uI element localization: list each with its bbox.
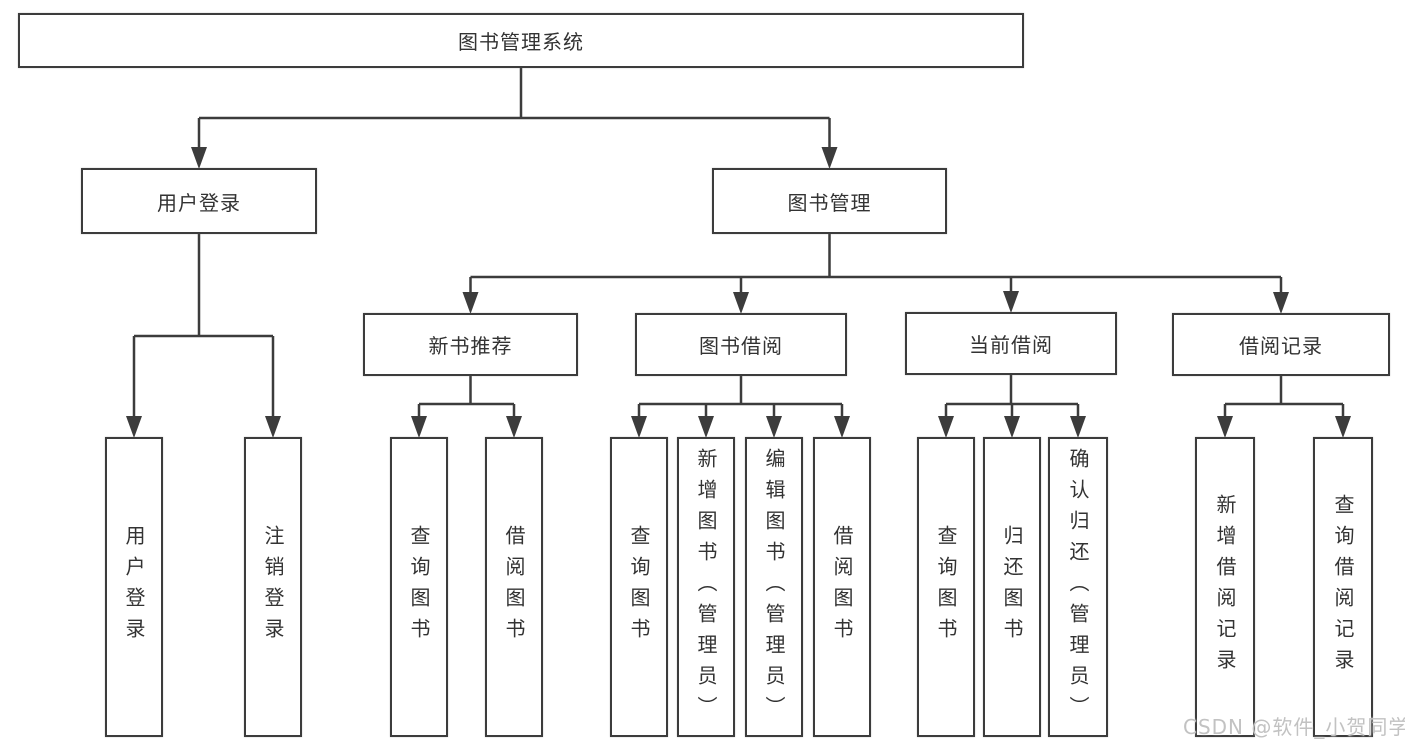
node-label: 借阅图书 — [502, 525, 526, 649]
diagram-node: 借阅记录 — [1172, 313, 1390, 376]
node-label: 借阅记录 — [1239, 334, 1323, 358]
node-label: 当前借阅 — [969, 333, 1053, 357]
node-label: 新增借阅记录 — [1213, 494, 1237, 680]
diagram-node: 当前借阅 — [905, 312, 1117, 375]
diagram-node: 借阅图书 — [813, 437, 871, 737]
node-label: 注销登录 — [261, 525, 285, 649]
diagram-node: 查询图书 — [610, 437, 668, 737]
node-label: 新书推荐 — [428, 334, 513, 358]
diagram-node: 注销登录 — [244, 437, 302, 737]
node-label: 查询借阅记录 — [1331, 494, 1355, 680]
diagram-node: 用户登录 — [81, 168, 317, 234]
diagram-node: 图书管理系统 — [18, 13, 1024, 68]
node-label: 查询图书 — [407, 525, 431, 649]
node-label: 借阅图书 — [830, 525, 854, 649]
diagram-node: 图书借阅 — [635, 313, 847, 376]
diagram-node: 新书推荐 — [363, 313, 578, 376]
node-label: 图书借阅 — [699, 334, 783, 358]
node-label: 用户登录 — [157, 190, 241, 215]
diagram-node: 确认归还（管理员） — [1048, 437, 1108, 737]
diagram-node: 用户登录 — [105, 437, 163, 737]
node-label: 新增图书（管理员） — [694, 447, 718, 727]
node-label: 查询图书 — [627, 525, 651, 649]
diagram-node: 查询图书 — [390, 437, 448, 737]
diagram-node: 新增借阅记录 — [1195, 437, 1255, 737]
diagram-node: 借阅图书 — [485, 437, 543, 737]
diagram-node: 查询图书 — [917, 437, 975, 737]
node-label: 图书管理系统 — [458, 30, 584, 54]
node-label: 查询图书 — [934, 525, 958, 649]
node-label: 编辑图书（管理员） — [762, 447, 786, 727]
watermark: CSDN @软件_小贺同学 — [1183, 715, 1405, 739]
diagram-node: 查询借阅记录 — [1313, 437, 1373, 737]
diagram-node: 图书管理 — [712, 168, 947, 234]
node-label: 用户登录 — [122, 525, 146, 649]
diagram-node: 编辑图书（管理员） — [745, 437, 803, 737]
diagram-node: 归还图书 — [983, 437, 1041, 737]
node-label: 确认归还（管理员） — [1066, 447, 1090, 727]
node-label: 图书管理 — [787, 190, 872, 215]
diagram-node: 新增图书（管理员） — [677, 437, 735, 737]
node-label: 归还图书 — [1000, 525, 1024, 649]
